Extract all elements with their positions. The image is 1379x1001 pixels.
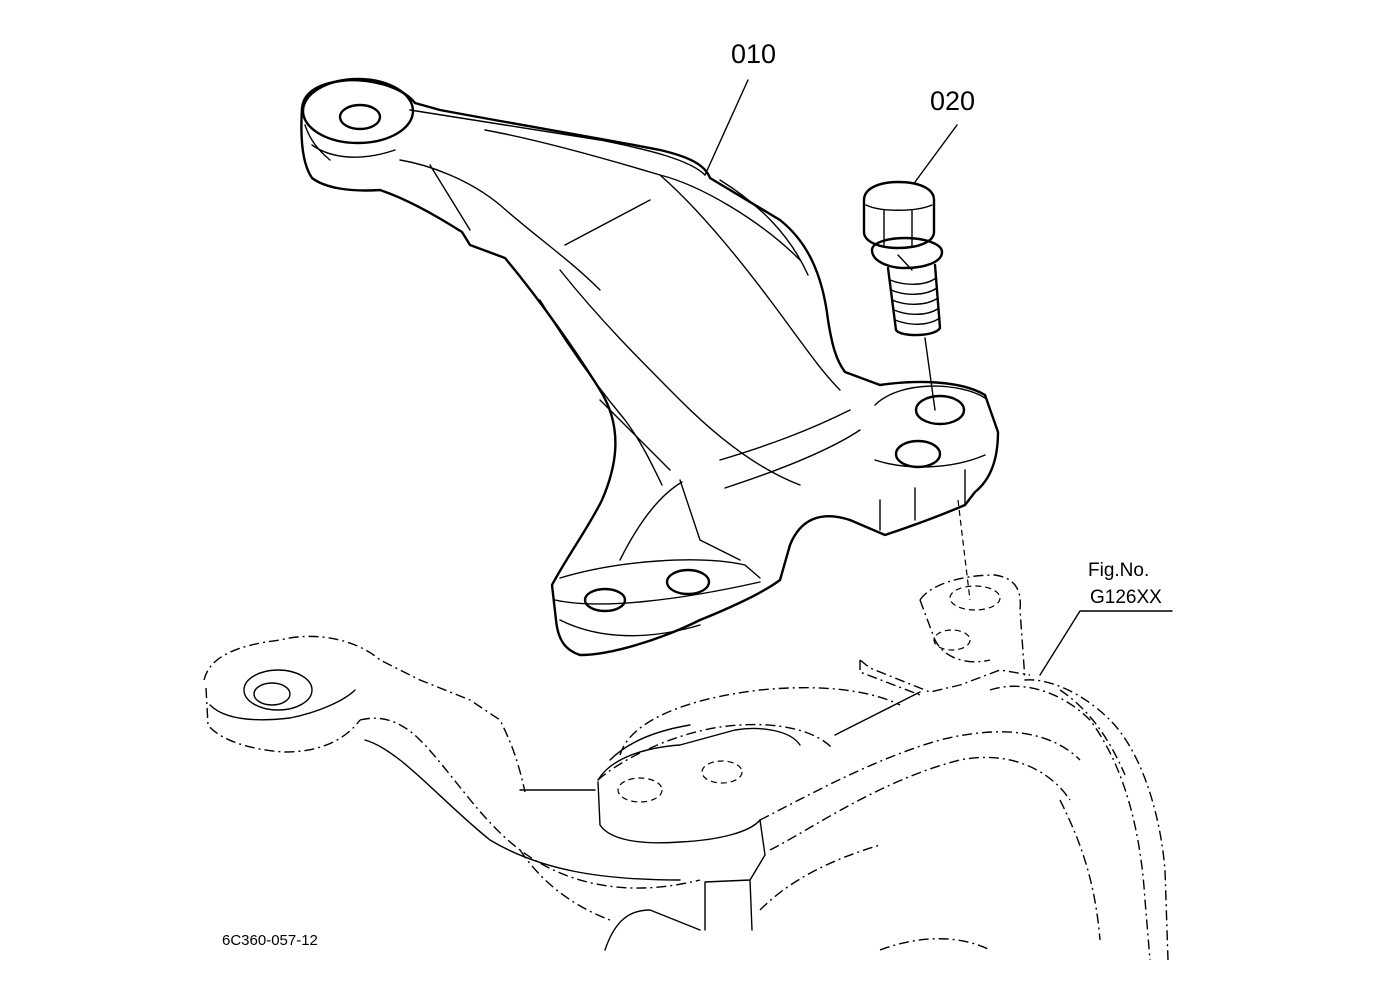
figure-ref-label: Fig.No. <box>1088 560 1149 581</box>
bracket-part-010[interactable] <box>300 77 1000 657</box>
mating-housing <box>203 574 1169 961</box>
leader-020 <box>914 124 958 183</box>
right-foot-hole-2 <box>894 439 942 469</box>
foot-hole-2 <box>665 568 711 596</box>
assembly-line-hole <box>957 499 971 601</box>
callout-020: 020 <box>930 86 975 116</box>
upper-boss <box>301 77 415 145</box>
foot-hole-1 <box>583 587 627 613</box>
right-foot-hole-1 <box>914 394 966 426</box>
assembly-line-bolt <box>924 337 936 411</box>
leader-010 <box>704 79 749 176</box>
bolt-part-020[interactable] <box>862 180 944 337</box>
figure-ref-leader <box>1039 610 1173 676</box>
callout-010: 010 <box>731 39 776 69</box>
figure-ref-number: G126XX <box>1090 587 1162 608</box>
upper-bore-hole <box>338 103 382 131</box>
drawing-code: 6C360-057-12 <box>222 932 318 949</box>
